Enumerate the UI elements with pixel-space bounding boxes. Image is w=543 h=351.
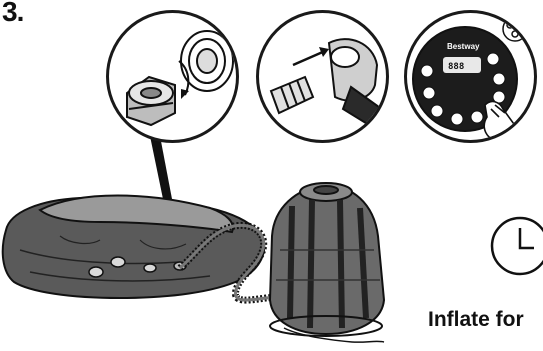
push-arrow-icon [293, 51, 325, 65]
lcd-readout: 888 [448, 62, 464, 72]
hose-end [271, 77, 313, 113]
airflow-icon [503, 17, 527, 41]
pump-unit [270, 183, 384, 336]
detail-circle-connect-hose [256, 10, 389, 143]
instruction-caption: Inflate for [428, 308, 524, 332]
brand-logo: Bestway [447, 42, 480, 51]
clock-icon [488, 214, 543, 278]
valve-cap [127, 77, 175, 125]
detail-circle-unscrew-valve [106, 10, 239, 143]
pressing-hand-icon [484, 102, 521, 143]
detail-circle-control-panel: Bestway 888 [404, 10, 537, 143]
deflated-spa [3, 196, 264, 299]
valve-port [329, 39, 379, 125]
